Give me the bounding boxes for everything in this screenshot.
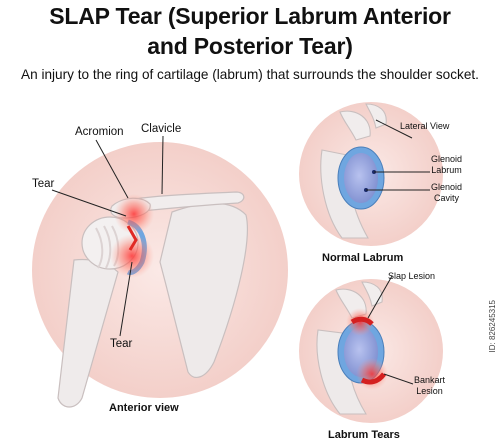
label-bankart-lesion: Bankart Lesion [414, 375, 446, 396]
label-acromion: Acromion [75, 126, 124, 138]
title-line-2: and Posterior Tear) [147, 33, 353, 59]
subtitle: An injury to the ring of cartilage (labr… [21, 67, 479, 82]
label-slap-lesion: Slap Lesion [388, 271, 436, 281]
leader-lines [51, 119, 414, 385]
label-tear-top: Tear [32, 178, 55, 190]
labrum-tears-circle [299, 279, 443, 423]
label-glenoid-labrum: Glenoid Labrum [431, 154, 463, 175]
anterior-view-circle [32, 142, 288, 408]
label-lateral-view: Lateral View [400, 121, 450, 131]
caption-normal-labrum: Normal Labrum [322, 252, 404, 264]
normal-labrum-circle [299, 102, 443, 246]
label-tear-bottom: Tear [110, 338, 133, 350]
caption-anterior-view: Anterior view [109, 402, 179, 414]
title-line-1: SLAP Tear (Superior Labrum Anterior [49, 3, 451, 29]
watermark-id: ID: 826245315 [488, 300, 497, 353]
label-clavicle: Clavicle [141, 123, 182, 135]
label-glenoid-cavity: Glenoid Cavity [431, 182, 463, 203]
caption-labrum-tears: Labrum Tears [328, 429, 400, 441]
